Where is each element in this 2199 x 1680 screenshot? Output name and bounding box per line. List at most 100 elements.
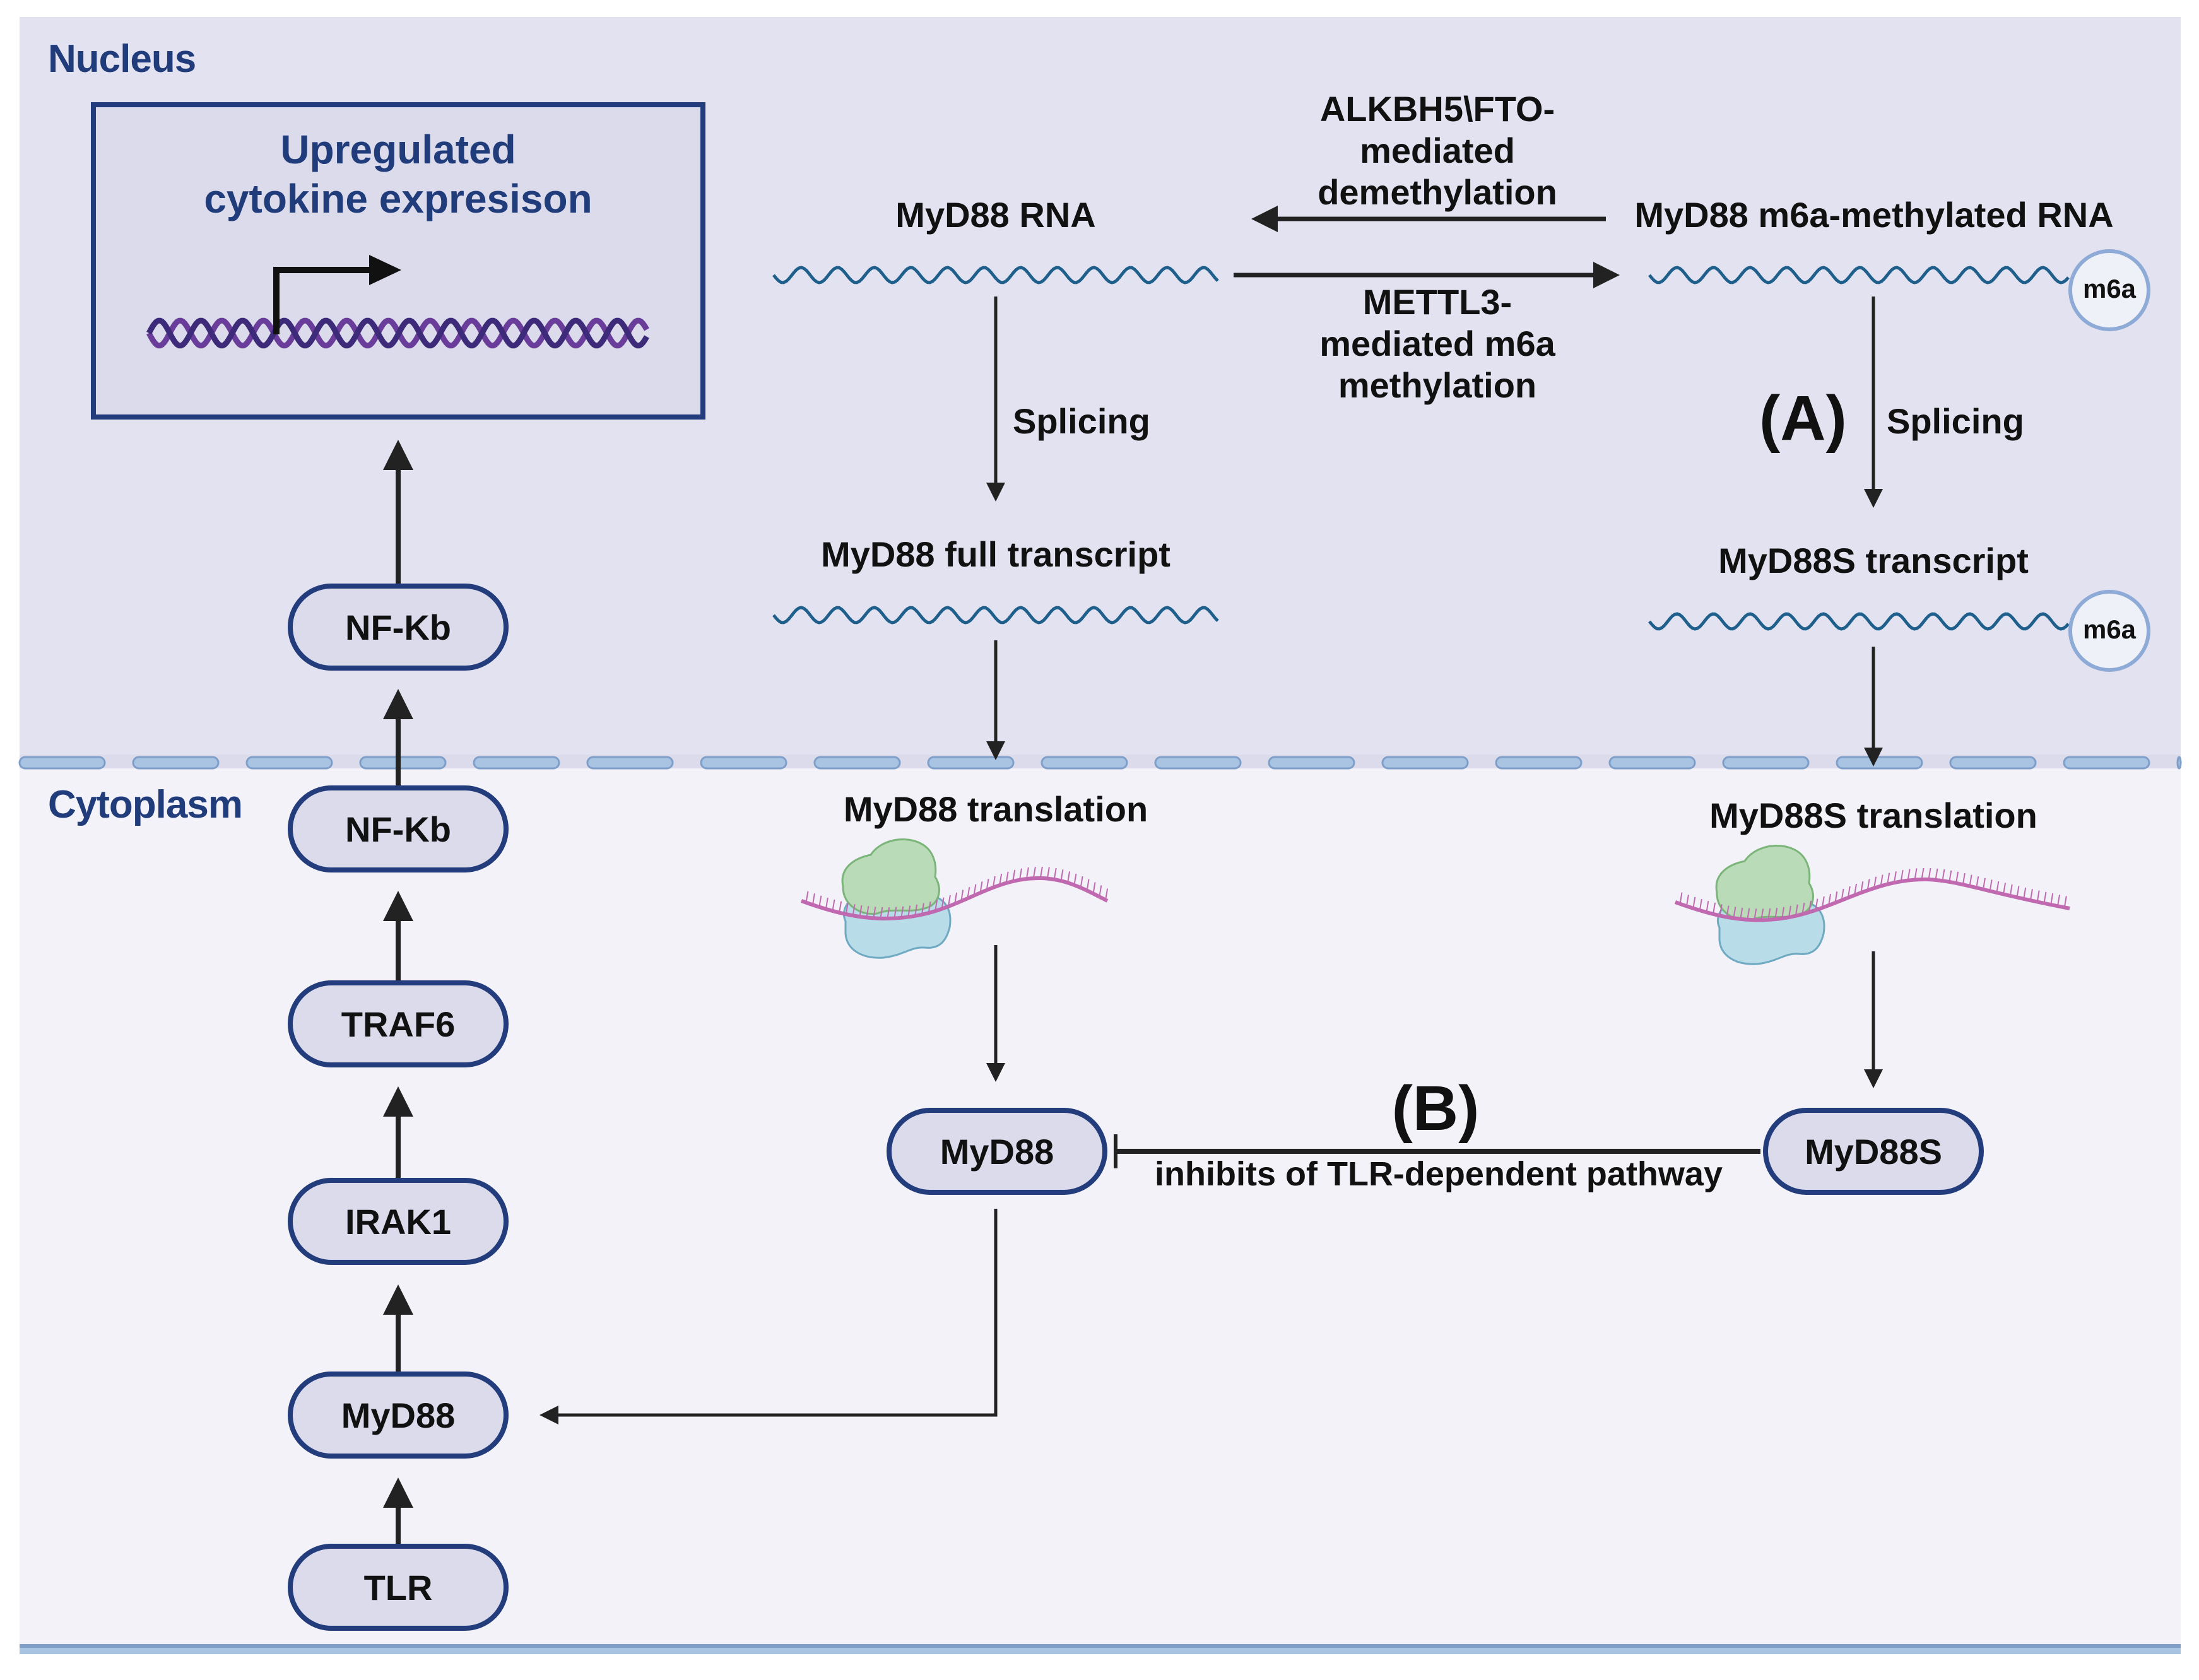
mrna-base-tick bbox=[1685, 895, 1689, 907]
membrane-dash bbox=[132, 756, 220, 770]
mrna-base-tick bbox=[960, 890, 964, 902]
membrane-dash bbox=[1608, 756, 1696, 770]
mrna-base-tick bbox=[1726, 905, 1730, 917]
mrna-base-tick bbox=[873, 907, 876, 919]
node-irak1[interactable]: IRAK1 bbox=[288, 1178, 509, 1265]
node-label: MyD88 bbox=[940, 1131, 1054, 1172]
methylation-label-line3: methylation bbox=[1338, 365, 1537, 405]
mrna-base-tick bbox=[852, 904, 856, 916]
mrna-base-tick bbox=[2003, 883, 2007, 895]
translation-label-right: MyD88S translation bbox=[1709, 796, 2037, 835]
mrna-base-tick bbox=[1012, 869, 1016, 882]
node-nfkb-nucleus[interactable]: NF-Kb bbox=[288, 584, 509, 671]
mrna-base-tick bbox=[818, 895, 822, 907]
membrane-dash bbox=[586, 756, 674, 770]
mrna-base-tick bbox=[1880, 874, 1884, 886]
node-traf6[interactable]: TRAF6 bbox=[288, 980, 509, 1067]
membrane-dash bbox=[1154, 756, 1242, 770]
node-label: TRAF6 bbox=[341, 1004, 456, 1044]
mrna-base-tick bbox=[1860, 881, 1864, 893]
nucleus-label: Nucleus bbox=[48, 37, 196, 81]
splicing-label-left: Splicing bbox=[1013, 401, 1150, 441]
mrna-base-tick bbox=[1788, 905, 1791, 918]
methylated-rna-label: MyD88 m6a-methylated RNA bbox=[1634, 195, 2114, 235]
membrane-dash bbox=[2063, 756, 2150, 770]
mrna-base-tick bbox=[866, 906, 870, 918]
mrna-base-tick bbox=[2009, 884, 2013, 896]
arrow-myd88-to-pathway bbox=[539, 1209, 998, 1424]
myd88-rna-wave bbox=[772, 266, 1219, 285]
mrna-base-tick bbox=[928, 902, 931, 913]
mrna-base-tick bbox=[941, 897, 945, 909]
full-transcript-label: MyD88 full transcript bbox=[821, 534, 1170, 574]
mrna-base-tick bbox=[1942, 869, 1945, 881]
mrna-base-tick bbox=[914, 904, 918, 917]
mrna-base-tick bbox=[1955, 871, 1959, 884]
mrna-base-tick bbox=[839, 901, 842, 913]
node-tlr[interactable]: TLR bbox=[288, 1544, 509, 1631]
mrna-base-tick bbox=[934, 899, 938, 912]
mrna-base-tick bbox=[1854, 883, 1858, 896]
mrna-base-tick bbox=[1948, 870, 1952, 883]
mrna-base-tick bbox=[1032, 866, 1036, 879]
label-a: (A) bbox=[1759, 383, 1847, 454]
mrna-base-tick bbox=[1774, 908, 1778, 920]
mrna-base-tick bbox=[1841, 888, 1844, 901]
node-label: IRAK1 bbox=[345, 1201, 452, 1242]
membrane-dash bbox=[1041, 756, 1128, 770]
mrna-base-tick bbox=[907, 905, 911, 917]
cytokine-expression-box: Upregulated cytokine expresison bbox=[91, 102, 705, 420]
m6a-mark-icon bbox=[2068, 590, 2150, 672]
mrna-base-tick bbox=[992, 876, 996, 888]
node-myd88-pathway[interactable]: MyD88 bbox=[288, 1372, 509, 1459]
mrna-base-tick bbox=[1866, 879, 1870, 891]
mrna-base-tick bbox=[1067, 871, 1071, 883]
mrna-base-tick bbox=[1914, 868, 1918, 880]
mrna-base-tick bbox=[1989, 879, 1993, 891]
mrna-base-tick bbox=[1005, 871, 1009, 883]
m6a-tag-label: m6a bbox=[2082, 274, 2137, 303]
short-transcript-label: MyD88S transcript bbox=[1718, 541, 2029, 580]
demethylation-label-line3: demethylation bbox=[1318, 172, 1557, 212]
mrna-base-tick bbox=[1740, 907, 1743, 919]
membrane-dash bbox=[359, 756, 447, 770]
mrna-base-tick bbox=[811, 893, 815, 905]
box-title-line2: cytokine expresison bbox=[204, 176, 592, 221]
node-label: TLR bbox=[363, 1567, 433, 1607]
mrna-base-tick bbox=[825, 897, 828, 910]
mrna-base-tick bbox=[805, 891, 809, 903]
mrna-base-tick bbox=[1073, 873, 1077, 886]
mrna-base-tick bbox=[900, 906, 904, 919]
dna-helix-icon bbox=[146, 317, 649, 349]
membrane-dash bbox=[700, 756, 787, 770]
membrane-dash bbox=[245, 756, 333, 770]
membrane-dash bbox=[1495, 756, 1583, 770]
node-label: MyD88S bbox=[1805, 1131, 1942, 1172]
mrna-base-tick bbox=[921, 903, 924, 915]
mrna-base-tick bbox=[1767, 908, 1771, 920]
transcription-start-arrow-icon bbox=[273, 255, 401, 334]
mrna-base-tick bbox=[986, 878, 989, 891]
nuclear-membrane-dashes bbox=[18, 756, 2182, 770]
mrna-base-tick bbox=[1982, 878, 1986, 890]
mrna-base-tick bbox=[1815, 898, 1819, 910]
mrna-base-tick bbox=[1706, 901, 1709, 913]
mrna-base-tick bbox=[1801, 902, 1805, 915]
inhibition-line bbox=[1114, 1134, 1760, 1168]
cell-membrane-line bbox=[20, 1644, 2181, 1654]
mrna-base-tick bbox=[1025, 867, 1029, 879]
mrna-base-tick bbox=[1699, 898, 1702, 911]
demethylation-label-line2: mediated bbox=[1360, 131, 1515, 170]
mrna-base-tick bbox=[1019, 868, 1023, 880]
node-myd88-protein[interactable]: MyD88 bbox=[887, 1108, 1107, 1195]
mrna-base-tick bbox=[2043, 891, 2047, 904]
methylation-label-line2: mediated m6a bbox=[1319, 324, 1555, 363]
demethylation-label-line1: ALKBH5\FTO- bbox=[1319, 89, 1555, 129]
node-myd88s-protein[interactable]: MyD88S bbox=[1763, 1108, 1984, 1195]
node-nfkb-cytoplasm[interactable]: NF-Kb bbox=[288, 785, 509, 872]
membrane-dash bbox=[18, 756, 106, 770]
mrna-base-tick bbox=[845, 903, 849, 915]
mrna-base-tick bbox=[1962, 873, 1966, 885]
node-label: MyD88 bbox=[341, 1395, 456, 1435]
